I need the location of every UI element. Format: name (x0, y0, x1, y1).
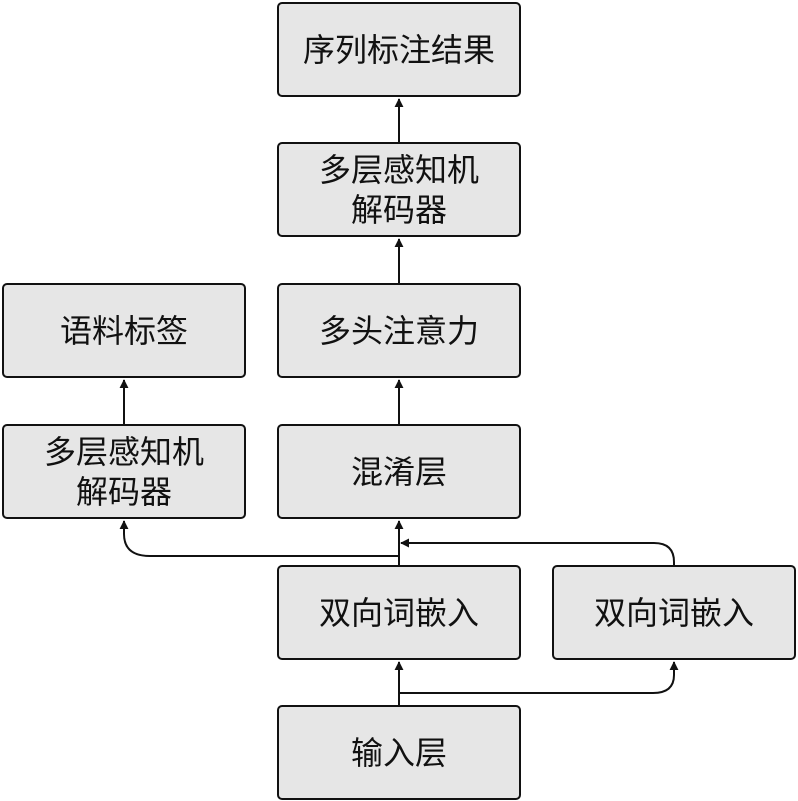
node-bi-word-embedding-side: 双向词嵌入 (552, 565, 796, 660)
node-corpus-label: 语料标签 (2, 283, 246, 378)
arrow-side-embedding-to-trunk (400, 538, 675, 565)
node-sequence-labeling-result: 序列标注结果 (277, 2, 521, 97)
node-mlp-decoder-top: 多层感知机 解码器 (277, 142, 521, 237)
node-multi-head-attention: 多头注意力 (277, 283, 521, 378)
arrow-trunk-to-left-decoder (119, 520, 399, 557)
node-bi-word-embedding-main: 双向词嵌入 (277, 565, 521, 660)
node-mlp-decoder-left: 多层感知机 解码器 (2, 424, 246, 519)
node-confusion-layer: 混淆层 (277, 424, 521, 519)
node-input-layer: 输入层 (277, 705, 521, 800)
arrow-input-to-side-embedding (399, 661, 679, 694)
